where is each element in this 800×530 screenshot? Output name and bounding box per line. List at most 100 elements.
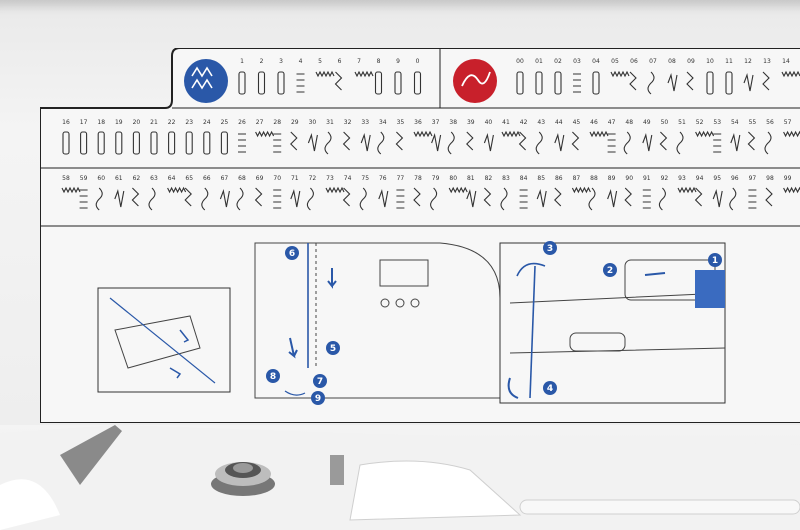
- stitch-icon: [184, 187, 192, 207]
- stitch-number: 92: [661, 175, 669, 182]
- stitch-icon: [201, 187, 209, 211]
- stitch-number: 91: [643, 175, 651, 182]
- stitch-number: 5: [318, 58, 322, 65]
- stitch-icon: [115, 131, 123, 155]
- stitch-icon: [501, 130, 521, 138]
- stitch-icon: [764, 131, 772, 155]
- stitch-icon: [359, 187, 367, 211]
- stitch-number: 59: [80, 175, 88, 182]
- stitch-icon: [185, 131, 193, 155]
- step-marker: [543, 241, 557, 255]
- stitch-icon: [571, 131, 580, 151]
- stitch-icon: [466, 188, 477, 208]
- step-number: 8: [270, 372, 276, 382]
- stitch-icon: [80, 131, 88, 155]
- stitch-number: 35: [397, 119, 405, 126]
- stitch-icon: [413, 71, 422, 95]
- stitch-number: 71: [291, 175, 299, 182]
- stitch-icon: [254, 187, 263, 207]
- stitch-icon: [290, 131, 298, 151]
- stitch-number: 52: [696, 119, 704, 126]
- stitch-icon: [483, 187, 492, 207]
- stitch-number: 57: [784, 119, 792, 126]
- stitch-number: 24: [203, 119, 211, 126]
- stitch-icon: [220, 131, 228, 155]
- stitch-icon: [396, 189, 405, 209]
- stitch-icon: [97, 131, 105, 155]
- stitch-icon: [334, 71, 343, 91]
- stitch-number: 30: [309, 119, 317, 126]
- stitch-number: 70: [273, 175, 281, 182]
- stitch-icon: [277, 71, 285, 95]
- stitch-icon: [610, 70, 630, 78]
- stitch-icon: [219, 188, 230, 208]
- stitch-number: 82: [485, 175, 493, 182]
- step-number: 2: [607, 266, 613, 276]
- step-number: 3: [547, 244, 553, 254]
- stitch-icon: [658, 187, 666, 211]
- stitch-number: 58: [62, 175, 70, 182]
- stitch-icon: [554, 71, 562, 95]
- stitch-icon: [725, 71, 733, 95]
- stitch-icon: [536, 188, 547, 208]
- stitch-number: 48: [625, 119, 633, 126]
- stitch-number: 17: [80, 119, 88, 126]
- stitch-number: 90: [625, 175, 633, 182]
- stitch-number: 56: [766, 119, 774, 126]
- stitch-number: 38: [449, 119, 457, 126]
- stitch-number: 53: [713, 119, 721, 126]
- stitch-number: 09: [687, 58, 695, 65]
- stitch-number: 46: [590, 119, 598, 126]
- stitch-number: 97: [749, 175, 757, 182]
- stitch-number: 23: [185, 119, 193, 126]
- stitch-icon: [257, 71, 266, 95]
- stitch-icon: [483, 132, 494, 152]
- step-number: 6: [289, 249, 295, 259]
- stitch-icon: [325, 186, 345, 194]
- step-marker: [285, 246, 299, 260]
- stitch-icon: [342, 131, 351, 151]
- stitch-number: 8: [377, 58, 381, 65]
- stitch-icon: [238, 133, 246, 153]
- stitch-icon: [500, 187, 508, 211]
- stitch-icon: [592, 71, 600, 95]
- stitch-number: 61: [115, 175, 123, 182]
- step-number: 4: [547, 384, 553, 394]
- stitch-icon: [712, 188, 723, 208]
- stitch-number: 50: [661, 119, 669, 126]
- stitch-icon: [642, 189, 651, 209]
- stitch-number: 81: [467, 175, 475, 182]
- stitch-number: 07: [649, 58, 657, 65]
- stitch-number: 21: [150, 119, 158, 126]
- stitch-number: 3: [279, 58, 283, 65]
- stitch-icon: [762, 71, 770, 91]
- stitch-number: 27: [256, 119, 264, 126]
- stitch-number: 26: [238, 119, 246, 126]
- stitch-number: 72: [309, 175, 317, 182]
- stitch-number: 31: [326, 119, 334, 126]
- stitch-number: 60: [97, 175, 105, 182]
- stitch-number: 94: [696, 175, 704, 182]
- stitch-number: 6: [338, 58, 342, 65]
- stitch-icon: [238, 71, 246, 95]
- stitch-number: 28: [273, 119, 281, 126]
- stitch-icon: [607, 133, 616, 153]
- stitch-number: 41: [502, 119, 510, 126]
- stitch-number: 18: [97, 119, 105, 126]
- stitch-number: 39: [467, 119, 475, 126]
- stitch-number: 47: [608, 119, 616, 126]
- stitch-icon: [79, 189, 88, 209]
- stitch-number: 62: [133, 175, 141, 182]
- stitch-icon: [694, 187, 703, 207]
- stitch-icon: [676, 131, 684, 155]
- stitch-number: 73: [326, 175, 334, 182]
- stitch-icon: [729, 187, 737, 211]
- stitch-icon: [168, 131, 176, 155]
- stitch-number: 79: [432, 175, 440, 182]
- stitch-icon: [623, 131, 631, 155]
- stitch-icon: [695, 130, 715, 138]
